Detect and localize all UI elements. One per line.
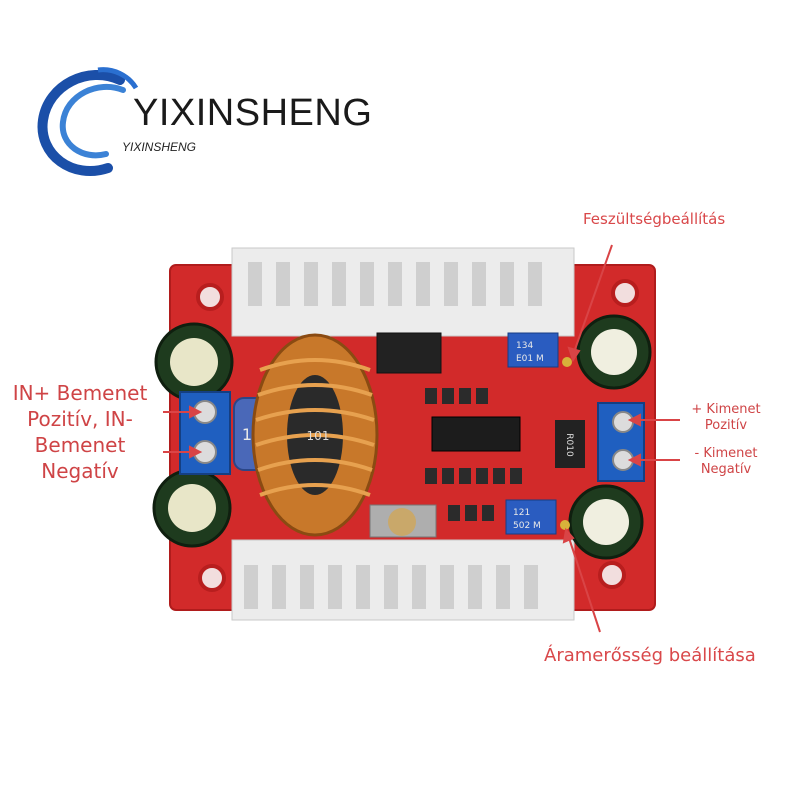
input-label-line: Pozitív, IN- [27, 407, 133, 431]
potentiometer-current: 121 502 M [505, 499, 570, 535]
input-label-line: IN+ Bemenet [12, 381, 148, 405]
input-label-line: Bemenet [34, 433, 126, 457]
resistor-arrays [425, 388, 522, 521]
brand-name-small: YIXINSHENG [122, 140, 197, 154]
svg-text:E01 M: E01 M [516, 354, 544, 364]
output-negative-line: Negatív [700, 462, 752, 477]
heatsink-top [231, 247, 575, 337]
output-negative-label: - Kimenet Negatív [676, 446, 776, 478]
output-negative-line: - Kimenet [694, 446, 758, 461]
logo [28, 30, 218, 215]
capacitors [152, 314, 652, 560]
inductor: 101 [251, 333, 379, 537]
svg-text:121: 121 [513, 508, 530, 518]
current-adjust-label: Áramerősség beállítása [544, 645, 756, 666]
mounting-holes [196, 279, 639, 592]
potentiometer-voltage: 134 E01 M [507, 332, 572, 368]
output-positive-label: + Kimenet Pozitív [676, 402, 776, 434]
input-label-line: Negatív [41, 459, 119, 483]
voltage-adjust-label: Feszültségbeállítás [583, 210, 726, 228]
annotation-arrows [163, 244, 680, 633]
input-label: IN+ Bemenet Pozitív, IN- Bemenet Negatív [0, 380, 160, 484]
output-positive-line: Pozitív [704, 418, 748, 433]
logo-emblem-icon [28, 30, 218, 215]
output-terminal [597, 402, 645, 482]
svg-text:134: 134 [516, 341, 533, 351]
heatsink-bottom [231, 539, 575, 621]
svg-text:101: 101 [307, 429, 330, 443]
ic-chips: R010 [369, 332, 585, 538]
svg-text:502 M: 502 M [513, 521, 541, 531]
brand-name: YIXINSHENG [133, 92, 373, 134]
svg-text:R010: R010 [564, 433, 574, 457]
output-positive-line: + Kimenet [691, 402, 761, 417]
